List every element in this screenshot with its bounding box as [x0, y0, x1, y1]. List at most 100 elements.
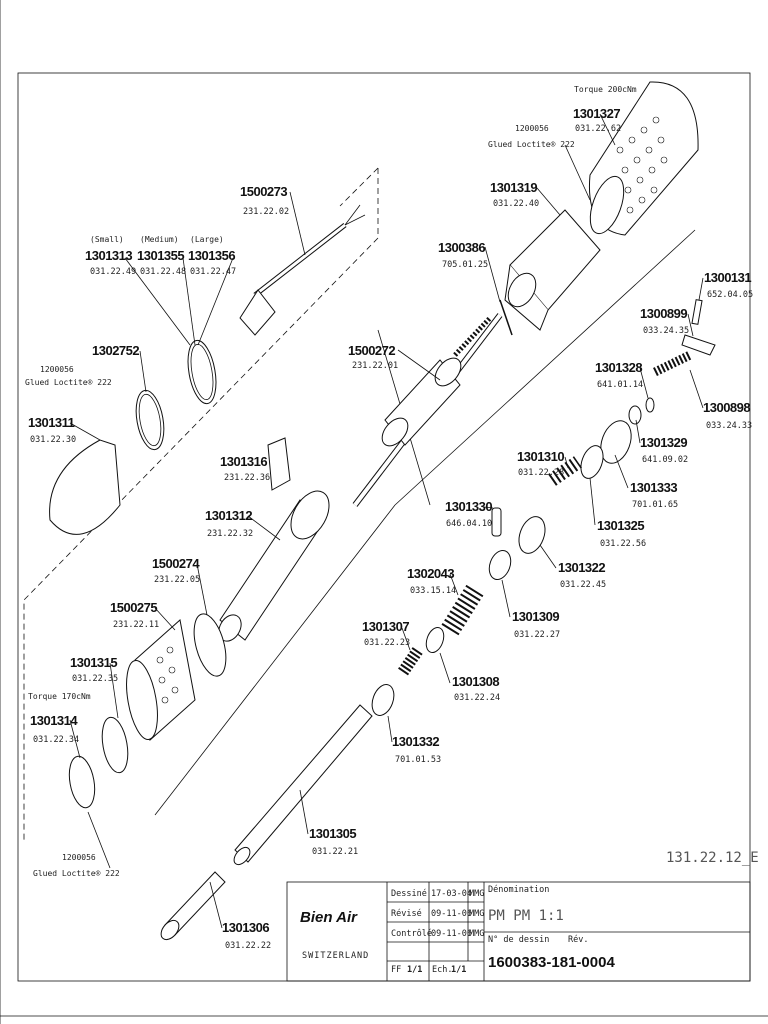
ref-1500272: 231.22.01: [352, 361, 398, 371]
ff-label: FF: [391, 965, 401, 975]
label-1301307: 1301307: [362, 619, 409, 634]
label-1301305: 1301305: [309, 826, 356, 841]
rev-label: Rév.: [568, 934, 588, 945]
ref-1301309: 031.22.27: [514, 630, 560, 640]
labels-group: 1500273 231.22.02 (Small) (Medium) (Larg…: [25, 85, 759, 951]
drawing-no-value: 1600383-181-0004: [488, 954, 615, 971]
part-1301307-spring: [398, 646, 423, 676]
part-1301308-ring: [425, 626, 445, 654]
label-1301325: 1301325: [597, 518, 644, 533]
label-1301332: 1301332: [392, 734, 439, 749]
part-1300386-pin: [499, 299, 513, 336]
part-1300898-spring: [653, 350, 692, 377]
ref-1301316: 231.22.36: [224, 473, 270, 483]
part-1301327-sleeve: [588, 81, 699, 236]
label-1301355: 1301355: [137, 248, 184, 263]
row-initials-2: MMG: [469, 929, 484, 939]
part-1301330-pin: [491, 507, 502, 537]
ech-value: 1/1: [451, 965, 466, 975]
ref-1302043: 033.15.14: [410, 586, 456, 596]
ff-value: 1/1: [407, 965, 422, 975]
leader-lines: [69, 113, 704, 929]
ref-1301314: 031.22.34: [33, 735, 79, 745]
ref-1301333: 701.01.65: [632, 500, 678, 510]
ref-1301328: 641.01.14: [597, 380, 643, 390]
part-1300131-pin: [691, 299, 703, 325]
part-1500272-rotor: [352, 313, 503, 507]
denomination-label: Dénomination: [488, 884, 549, 895]
part-1301329-washer: [628, 405, 642, 425]
label-1301319: 1301319: [490, 180, 537, 195]
torque-left: Torque 170cNm: [28, 692, 91, 701]
label-1301311: 1301311: [28, 415, 75, 430]
ref-1301310: 031.22.28: [518, 468, 564, 478]
label-1300131: 1300131: [704, 270, 751, 285]
ref-1301332: 701.01.53: [395, 755, 441, 765]
ech-label: Ech.: [432, 965, 452, 975]
row-date-0: 17-03-04: [431, 889, 472, 899]
part-1301314-ring: [68, 755, 96, 809]
ref-1301313: 031.22.49: [90, 267, 136, 277]
ref-1500273: 231.22.02: [243, 207, 289, 217]
part-1301310-spring: [548, 456, 582, 486]
glue-code-bottom: 1200056: [62, 853, 96, 862]
label-1301312: 1301312: [205, 508, 252, 523]
row-initials-1: MMG: [469, 909, 484, 919]
assembly-dashed-top: [339, 167, 379, 207]
ref-1300899: 033.24.35: [643, 326, 689, 336]
denomination-value: PM PM 1:1: [488, 908, 564, 924]
row-label-1: Révisé: [391, 908, 422, 919]
label-1500274: 1500274: [152, 556, 200, 571]
part-1500274-bearing: [193, 613, 227, 677]
label-1301333: 1301333: [630, 480, 677, 495]
ref-1500275: 231.22.11: [113, 620, 159, 630]
row-date-2: 09-11-06: [431, 929, 472, 939]
ref-1301315: 031.22.35: [72, 674, 118, 684]
glue-text-top: Glued Loctite® 222: [488, 140, 575, 149]
part-1301316-clip: [267, 437, 291, 491]
label-1301322: 1301322: [558, 560, 605, 575]
ref-1300898: 033.24.33: [706, 421, 752, 431]
part-1301319-body: [504, 209, 601, 331]
ref-1500274: 231.22.05: [154, 575, 200, 585]
part-1301325-ring: [580, 445, 604, 479]
row-initials-0: MMG: [469, 889, 484, 899]
label-1301315: 1301315: [70, 655, 117, 670]
ref-1301356: 031.22.47: [190, 267, 236, 277]
row-date-1: 09-11-06: [431, 909, 472, 919]
title-block: Bien Air SWITZERLAND Dessiné 17-03-04 MM…: [286, 881, 751, 982]
ref-1301329: 641.09.02: [642, 455, 688, 465]
part-ring-medium-inner: [190, 343, 214, 401]
ref-1301307: 031.22.23: [364, 638, 410, 648]
ref-1301355: 031.22.48: [140, 267, 186, 277]
ref-1301330: 646.04.10: [446, 519, 492, 529]
part-1300899-clip: [681, 334, 716, 356]
glue-code-left: 1200056: [40, 365, 74, 374]
label-1301313: 1301313: [85, 248, 132, 263]
ref-1300131: 652.04.05: [707, 290, 753, 300]
row-label-0: Dessiné: [391, 888, 427, 899]
part-1301322-bushing: [518, 516, 546, 554]
part-1500275-knurled-sleeve: [126, 619, 196, 741]
part-1302752-ring-inner: [138, 393, 162, 447]
part-1301332-nut: [371, 684, 395, 716]
drawing-no-label: N° de dessin: [488, 935, 549, 945]
label-1301306: 1301306: [222, 920, 269, 935]
label-1301310: 1301310: [517, 449, 564, 464]
label-1301316: 1301316: [220, 454, 267, 469]
part-1301328-ring: [645, 397, 655, 413]
label-1300898: 1300898: [703, 400, 750, 415]
assembly-dashed-boundary: [23, 168, 379, 842]
size-1301356: (Large): [190, 235, 224, 244]
ref-1301322: 031.22.45: [560, 580, 606, 590]
label-1301309: 1301309: [512, 609, 559, 624]
label-1301356: 1301356: [188, 248, 235, 263]
part-1301309-sleeve: [488, 549, 512, 581]
drawing-code: 131.22.12_E: [666, 850, 759, 866]
part-ring-medium: [187, 339, 217, 405]
label-1300899: 1300899: [640, 306, 687, 321]
label-1300386: 1300386: [438, 240, 485, 255]
part-1301306-collet: [160, 871, 226, 941]
label-1500273: 1500273: [240, 184, 287, 199]
size-1301355: (Medium): [140, 235, 179, 244]
